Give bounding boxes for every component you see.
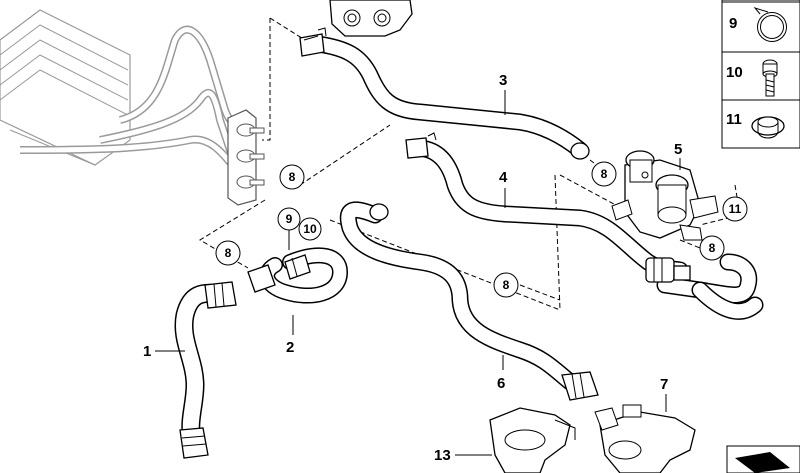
callout-8-e: 8: [699, 235, 725, 261]
callout-8-a: 8: [279, 164, 305, 190]
clamp-icon: [753, 7, 787, 42]
heater-core-pipes: [19, 25, 248, 183]
callout-8-c: 8: [493, 272, 519, 298]
side-label-10: 10: [726, 64, 743, 81]
svg-text:8: 8: [601, 167, 608, 181]
pump-7: [594, 404, 696, 473]
heater-flange: [227, 109, 265, 206]
part-label-6: 6: [497, 375, 505, 392]
hose-2-connector: [247, 254, 311, 293]
hose-3: [299, 27, 590, 160]
svg-text:9: 9: [286, 212, 293, 226]
part-label-4: 4: [499, 169, 508, 186]
part-label-2: 2: [286, 339, 294, 356]
callout-11: 11: [722, 196, 748, 222]
part-label-13: 13: [434, 447, 451, 464]
valve-5: [611, 150, 719, 241]
hose-6-connector: [561, 371, 599, 401]
corner-mark: [726, 445, 800, 473]
part-label-5: 5: [674, 141, 682, 158]
hose-6: [339, 201, 599, 401]
callout-8-b: 8: [215, 240, 241, 266]
callout-8-d: 8: [591, 161, 617, 187]
hose-1-end-top: [204, 281, 237, 309]
svg-text:8: 8: [503, 278, 510, 292]
svg-text:8: 8: [225, 246, 232, 260]
callout-9: 9: [277, 207, 301, 250]
grommet-icon: [751, 116, 785, 139]
side-label-11: 11: [726, 111, 742, 128]
hose-1: [174, 281, 237, 459]
callout-10: 10: [298, 217, 322, 241]
hose-2: [247, 247, 348, 304]
return-hose: [645, 253, 764, 320]
hose-1-end-bottom: [179, 427, 209, 459]
bracket-13: [489, 407, 576, 473]
svg-text:10: 10: [303, 222, 317, 236]
svg-text:8: 8: [709, 241, 716, 255]
svg-text:8: 8: [289, 170, 296, 184]
svg-text:11: 11: [729, 202, 742, 216]
circled-labels: 8 8 8 8 8 9 10 11: [215, 161, 748, 298]
part-label-7: 7: [660, 376, 668, 393]
part-label-1: 1: [143, 343, 151, 360]
top-flange: [329, 0, 413, 37]
part-label-3: 3: [499, 72, 507, 89]
part-labels: 1 2 3 4 5 6 7 13: [143, 72, 682, 464]
bolt-icon: [762, 59, 778, 97]
side-label-9: 9: [729, 15, 737, 32]
quick-coupling: [645, 257, 691, 283]
side-panel: 9 10 11: [721, 0, 800, 149]
